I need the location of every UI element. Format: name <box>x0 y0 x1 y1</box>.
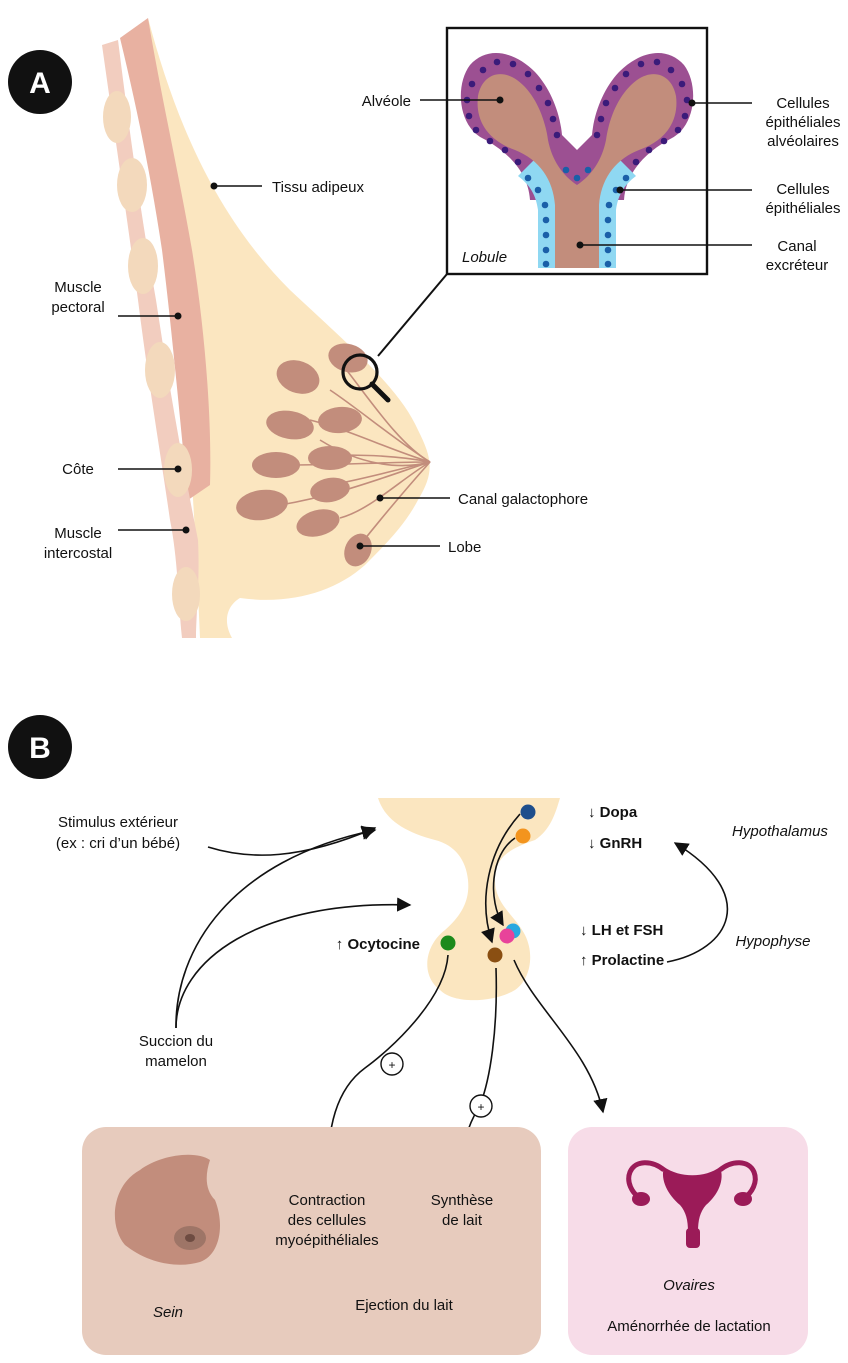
label-succion-2: mamelon <box>145 1053 207 1070</box>
label-muscle-intercostal-2: intercostal <box>44 545 112 562</box>
panel-a: A <box>8 18 841 638</box>
label-contraction-3: myoépithéliales <box>275 1232 378 1249</box>
dopa-dot <box>521 805 536 820</box>
label-canal-excreteur-1: Canal <box>777 238 816 255</box>
label-muscle-pectoral-2: pectoral <box>51 299 104 316</box>
label-dopa: ↓ Dopa <box>588 804 638 821</box>
label-cote: Côte <box>62 461 94 478</box>
label-canal-galactophore: Canal galactophore <box>458 491 588 508</box>
zoom-line <box>378 274 447 356</box>
label-sein: Sein <box>153 1304 183 1321</box>
label-muscle-pectoral-1: Muscle <box>54 279 102 296</box>
label-muscle-intercostal-1: Muscle <box>54 525 102 542</box>
label-prolactine: ↑ Prolactine <box>580 952 664 969</box>
label-ocytocine: ↑ Ocytocine <box>336 936 420 953</box>
label-contraction-1: Contraction <box>289 1192 366 1209</box>
prolactine-dot <box>488 948 503 963</box>
badge-a-label: A <box>29 67 51 100</box>
label-tissu-adipeux: Tissu adipeux <box>272 179 364 196</box>
label-synthese-2: de lait <box>442 1212 483 1229</box>
label-lh-fsh: ↓ LH et FSH <box>580 922 663 939</box>
label-succion-1: Succion du <box>139 1033 213 1050</box>
label-ejection: Ejection du lait <box>355 1297 453 1314</box>
label-cellules-epitheliales-2: épithéliales <box>765 200 840 217</box>
label-ovaires: Ovaires <box>663 1277 715 1294</box>
plus-sign-2-label: + <box>477 1100 484 1114</box>
label-amenorrhee: Aménorrhée de lactation <box>607 1318 770 1335</box>
label-hypophyse: Hypophyse <box>735 933 810 950</box>
label-cellules-epitheliales-1: Cellules <box>776 181 829 198</box>
label-cellules-alveolaires-3: alvéolaires <box>767 133 839 150</box>
ocytocine-dot <box>441 936 456 951</box>
label-lobe: Lobe <box>448 539 481 556</box>
hypothalamus-shape <box>378 798 560 1000</box>
nipple-icon <box>185 1234 195 1242</box>
badge-b-label: B <box>29 732 51 765</box>
label-contraction-2: des cellules <box>288 1212 366 1229</box>
label-stimulus-2: (ex : cri d’un bébé) <box>56 835 180 852</box>
label-stimulus-1: Stimulus extérieur <box>58 814 178 831</box>
label-cellules-alveolaires-2: épithéliales <box>765 114 840 131</box>
gnrh-dot <box>516 829 531 844</box>
label-canal-excreteur-2: excréteur <box>766 257 829 274</box>
label-gnrh: ↓ GnRH <box>588 835 642 852</box>
inset-title: Lobule <box>462 249 507 266</box>
lh-dot <box>500 929 515 944</box>
plus-sign-1-label: + <box>388 1058 395 1072</box>
label-hypothalamus: Hypothalamus <box>732 823 828 840</box>
label-synthese-1: Synthèse <box>431 1192 494 1209</box>
label-alveole: Alvéole <box>362 93 411 110</box>
label-cellules-alveolaires-1: Cellules <box>776 95 829 112</box>
panel-b: B ↓ Dopa ↓ GnRH ↓ LH et FSH ↑ Prolactine… <box>8 715 828 1355</box>
